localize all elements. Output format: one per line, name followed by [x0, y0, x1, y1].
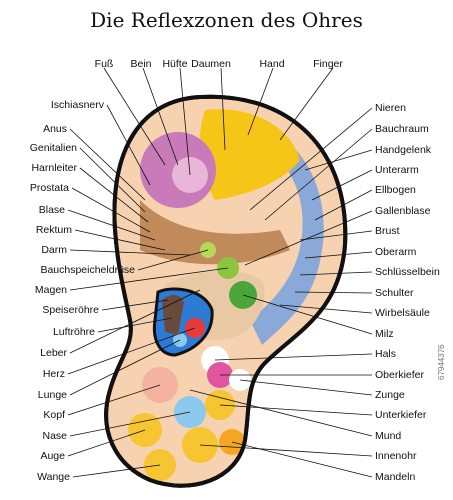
label-innenohr: Innenohr	[375, 450, 417, 462]
label-ellbogen: Ellbogen	[375, 184, 416, 196]
label-magen: Magen	[34, 284, 67, 296]
label-zunge: Zunge	[375, 389, 405, 401]
label-hals: Hals	[375, 348, 397, 360]
helix-rim-zone	[250, 130, 324, 345]
label-mund: Mund	[375, 430, 402, 442]
label-fuss: Fuß	[94, 58, 114, 70]
label-kopf: Kopf	[43, 409, 65, 421]
label-huefte: Hüfte	[162, 58, 188, 70]
label-daumen: Daumen	[191, 58, 231, 70]
leader-lines-right	[189, 107, 373, 478]
label-herz: Herz	[42, 368, 65, 380]
label-prostata: Prostata	[29, 182, 69, 194]
label-milz: Milz	[375, 328, 394, 340]
hand-zone	[199, 109, 300, 200]
stock-id-watermark: 67944376	[437, 344, 446, 380]
label-unterarm: Unterarm	[375, 164, 419, 176]
label-genitalien: Genitalien	[29, 142, 77, 154]
scapha-zone	[140, 200, 290, 265]
label-hand: Hand	[259, 58, 285, 70]
label-anus: Anus	[43, 123, 67, 135]
label-harnleiter: Harnleiter	[31, 162, 77, 174]
label-oberarm: Oberarm	[375, 246, 417, 258]
label-finger: Finger	[313, 58, 343, 70]
label-mandeln: Mandeln	[375, 471, 416, 483]
label-bauchspeicheldruese: Bauchspeicheldrüse	[40, 264, 135, 276]
label-leber: Leber	[40, 347, 67, 359]
label-bein: Bein	[130, 58, 152, 70]
label-handgelenk: Handgelenk	[375, 144, 432, 156]
label-schulter: Schulter	[375, 287, 414, 299]
label-nase: Nase	[42, 430, 67, 442]
label-darm: Darm	[41, 244, 67, 256]
label-ischiasnerv: Ischiasnerv	[50, 99, 104, 111]
diagram-title: Die Reflexzonen des Ohres	[90, 8, 363, 32]
trachea-zone	[162, 294, 184, 335]
label-gallenblase: Gallenblase	[375, 205, 431, 217]
label-rektum: Rektum	[35, 224, 72, 236]
label-unterkiefer: Unterkiefer	[375, 409, 427, 421]
label-lunge: Lunge	[37, 389, 67, 401]
label-blase: Blase	[38, 204, 65, 216]
label-luftroehre: Luftröhre	[52, 326, 95, 338]
label-auge: Auge	[40, 450, 65, 462]
leader-lines-top	[103, 67, 334, 176]
label-wirbelsaeule: Wirbelsäule	[375, 307, 430, 319]
label-brust: Brust	[375, 225, 400, 237]
label-bauchraum: Bauchraum	[375, 123, 429, 135]
label-speiseroehre: Speiseröhre	[42, 304, 99, 316]
leader-lines-left	[67, 104, 229, 478]
label-schluesselbein: Schlüsselbein	[375, 266, 440, 278]
label-nieren: Nieren	[375, 102, 406, 114]
label-oberkiefer: Oberkiefer	[375, 369, 425, 381]
label-wange: Wange	[37, 471, 70, 483]
